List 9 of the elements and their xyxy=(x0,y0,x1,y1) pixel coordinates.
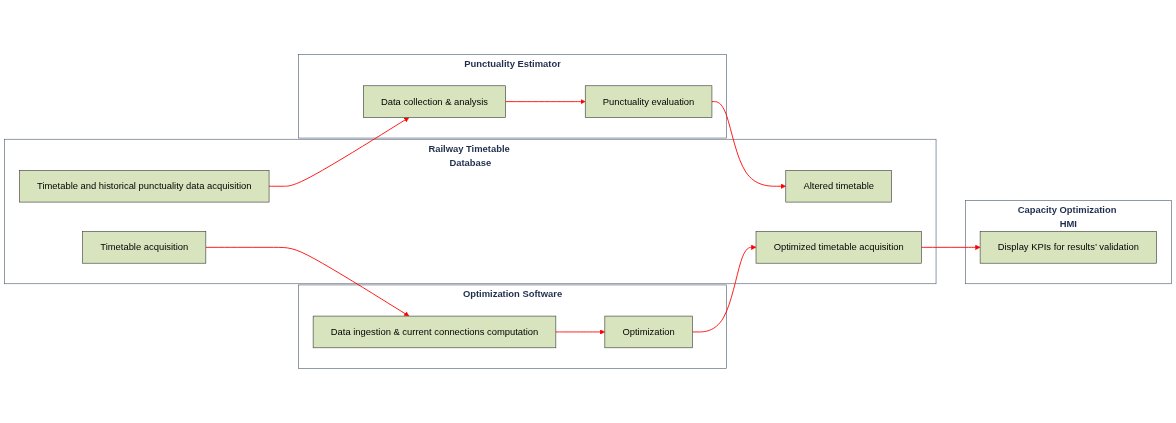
node-box: Data ingestion & current connections computation xyxy=(312,315,557,349)
node-box: Altered timetable xyxy=(785,170,892,203)
node-box: Display KPIs for results’ validation xyxy=(979,231,1157,264)
node-box: Timetable and historical punctuality data acquisition xyxy=(19,170,270,203)
node-box: Optimized timetable acquisition xyxy=(755,231,922,264)
node-box: Data collection & analysis xyxy=(363,85,506,118)
node-box: Optimization xyxy=(604,315,693,349)
node-box: Timetable acquisition xyxy=(82,231,207,264)
node-box: Punctuality evaluation xyxy=(584,85,713,118)
